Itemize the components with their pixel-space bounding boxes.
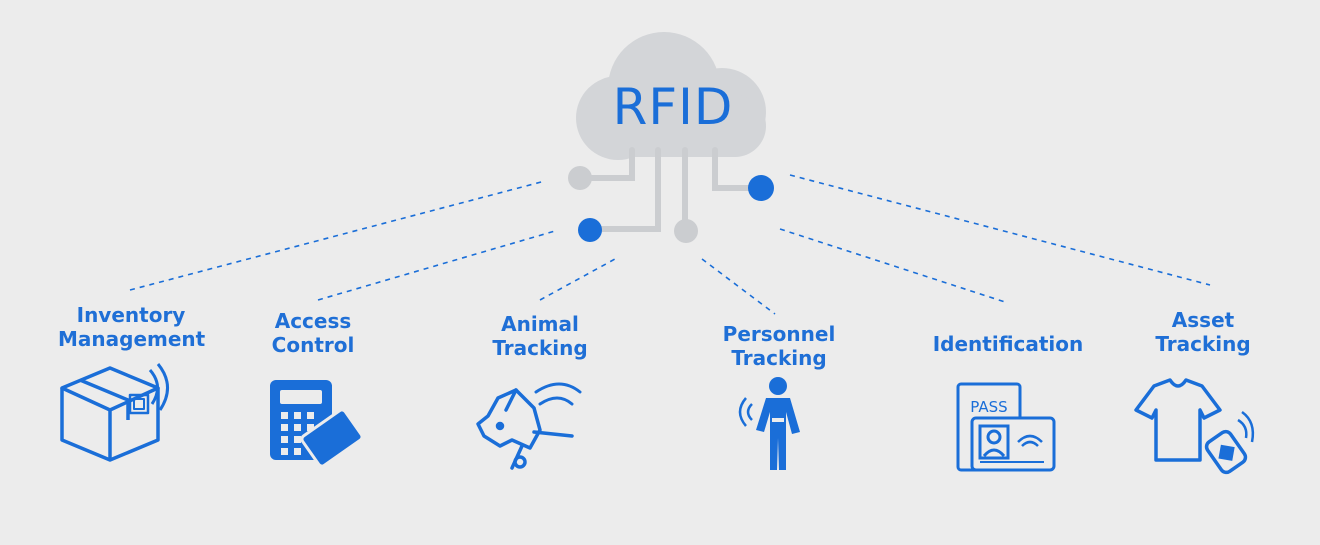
label-inventory-management: Inventory Management [58, 303, 206, 351]
connector-inventory [129, 180, 546, 291]
person-badge-icon [738, 377, 800, 470]
svg-text:PASS: PASS [970, 398, 1007, 416]
circuit-node-gray [568, 166, 592, 190]
connector-personnel [701, 258, 776, 315]
label-animal-tracking: Animal Tracking [492, 312, 588, 360]
label-access-control: Access Control [271, 309, 355, 357]
connector-access [317, 230, 556, 301]
tshirt-tag-icon [1134, 378, 1255, 475]
circuit-node-gray [674, 219, 698, 243]
connector-animal [539, 258, 616, 301]
connector-lines [129, 174, 1211, 315]
circuit-traces [587, 147, 753, 232]
circuit-node-blue [578, 218, 602, 242]
label-asset-tracking: Asset Tracking [1155, 308, 1251, 356]
hub-label: RFID [612, 78, 734, 136]
connector-identification [779, 228, 1006, 303]
passport-id-card-icon: PASS [956, 382, 1056, 472]
cloud-icon [576, 32, 766, 160]
label-identification: Identification [932, 332, 1084, 356]
label-personnel-tracking: Personnel Tracking [722, 322, 836, 370]
keypad-card-icon [270, 380, 364, 468]
package-rfid-tag-icon [60, 363, 169, 462]
dog-tag-icon [476, 382, 582, 470]
circuit-node-blue [748, 175, 774, 201]
connector-asset [789, 174, 1211, 286]
